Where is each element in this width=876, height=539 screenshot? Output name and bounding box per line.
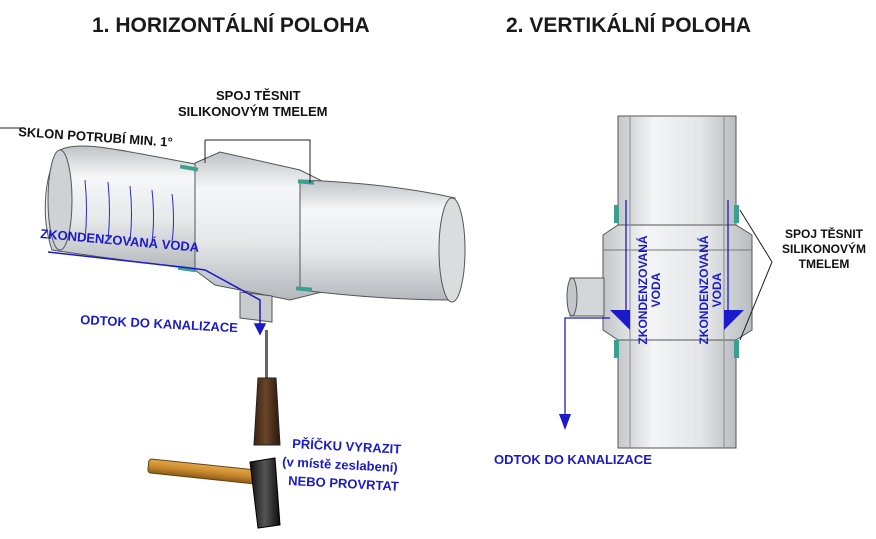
- h-seal-label-1: SPOJ TĚSNIT: [216, 88, 301, 103]
- v-condensed-left-2: VODA: [649, 272, 663, 307]
- v-seal-label-1: SPOJ TĚSNIT: [785, 226, 864, 241]
- v-water-wedges: [610, 310, 744, 330]
- h-seal-label-2: SILIKONOVÝM TMELEM: [178, 104, 328, 119]
- horizontal-pipe-assembly: [0, 127, 466, 529]
- left-pipe-end: [47, 149, 73, 251]
- v-drain-label: ODTOK DO KANALIZACE: [494, 452, 652, 467]
- v-side-branch-end: [566, 277, 578, 317]
- hammer-head: [249, 457, 281, 529]
- vertical-pipe-assembly: [559, 115, 773, 449]
- punch-handle: [253, 377, 281, 446]
- title-horizontal: 1. HORIZONTÁLNÍ POLOHA: [92, 14, 370, 37]
- punch-label-3: NEBO PROVRTAT: [288, 473, 399, 494]
- v-drain-arrowhead: [559, 414, 571, 430]
- v-condensed-left-1: ZKONDENZOVANÁ: [635, 235, 650, 344]
- v-seal-label-3: TMELEM: [799, 257, 850, 271]
- right-pipe-end: [438, 197, 466, 303]
- v-flow-lines: [564, 200, 729, 420]
- slope-label: SKLON POTRUBÍ MIN. 1°: [18, 124, 173, 150]
- lower-pipe: [617, 339, 737, 449]
- v-condensed-right-2: VODA: [710, 272, 724, 307]
- right-pipe: [299, 179, 456, 301]
- h-drain-label: ODTOK DO KANALIZACE: [80, 312, 239, 335]
- v-seal-label-2: SILIKONOVÝM: [782, 241, 866, 256]
- v-seal-leader: [739, 209, 773, 341]
- punch-label-2: (v místě zeslabení): [282, 454, 398, 475]
- upper-pipe: [617, 115, 737, 227]
- title-vertical: 2. VERTIKÁLNÍ POLOHA: [506, 14, 752, 37]
- seal-strips: [177, 164, 315, 292]
- punch-tool: [253, 330, 281, 446]
- v-seals: [614, 205, 739, 358]
- v-condensed-right-1: ZKONDENZOVANÁ: [696, 235, 711, 344]
- hammer: [147, 457, 281, 529]
- seal-leader-lines: [0, 127, 311, 183]
- punch-label-1: PŘÍČKU VYRAZIT: [292, 436, 402, 457]
- water-streaks: [84, 179, 174, 243]
- drain-stub: [239, 291, 273, 323]
- condensed-water-arrow: [47, 251, 267, 336]
- v-inner-lines: [629, 116, 725, 448]
- v-fitting-body: [602, 224, 753, 341]
- punch-shaft: [265, 330, 268, 378]
